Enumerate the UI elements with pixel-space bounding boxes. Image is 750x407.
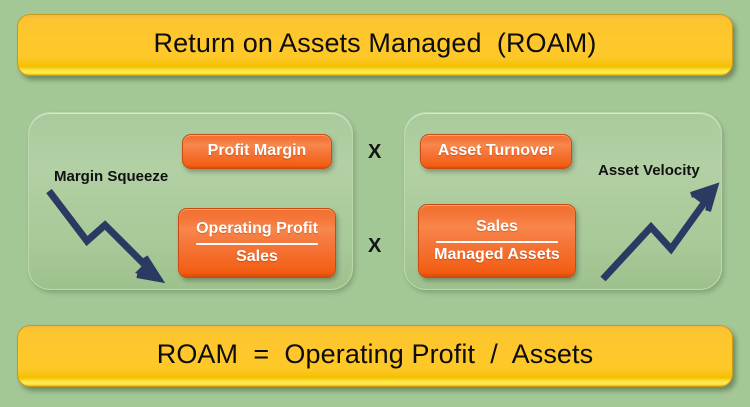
page-title: Return on Assets Managed (ROAM) [153,28,597,58]
arrow-down-icon [46,188,166,284]
box-profit-margin-label: Profit Margin [207,142,307,160]
fraction-denominator-managed-assets: Managed Assets [434,245,560,263]
fraction-divider [436,240,558,243]
box-asset-turnover[interactable]: Asset Turnover [420,134,572,169]
multiply-operator-bottom: X [368,235,382,257]
multiply-operator-top: X [368,141,382,163]
header-banner: Return on Assets Managed (ROAM) [17,14,733,76]
box-operating-profit-over-sales[interactable]: Operating Profit Sales [178,208,336,278]
fraction-divider [196,242,318,245]
arrow-up-icon [600,182,720,282]
box-profit-margin[interactable]: Profit Margin [182,134,332,169]
roam-formula: ROAM = Operating Profit / Assets [156,339,594,369]
footer-banner: ROAM = Operating Profit / Assets [17,325,733,387]
box-asset-turnover-label: Asset Turnover [437,142,555,160]
fraction-numerator-sales: Sales [476,217,518,235]
asset-velocity-label: Asset Velocity [598,162,700,179]
fraction-denominator-sales: Sales [236,247,278,265]
fraction-numerator-operating-profit: Operating Profit [196,219,318,237]
box-sales-over-managed-assets[interactable]: Sales Managed Assets [418,204,576,278]
margin-squeeze-label: Margin Squeeze [54,168,169,185]
